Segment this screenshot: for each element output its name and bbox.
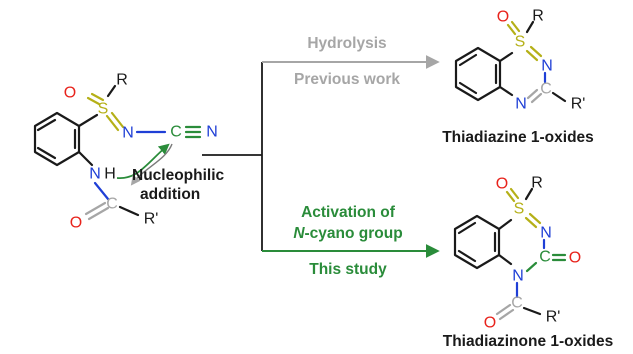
thiadiazinone-product: O S R N C O N C O R' Thiadiazinone 1-oxi… (443, 175, 614, 351)
electron-flow-arrow (130, 143, 173, 186)
thiadiazinone-r-label: R (531, 175, 543, 192)
thiadiazinone-acyl-carbon-atom: C (511, 295, 523, 312)
thiadiazine-benzene-ring (454, 46, 502, 102)
r-group-label: R (116, 72, 128, 89)
upper-route-label-2: Previous work (294, 71, 400, 88)
r-prime-group-label: R' (144, 211, 159, 228)
reactant-molecule: O S R N C N N H O C R' Nucleophilic addi… (33, 72, 225, 232)
thiadiazine-r-prime-label: R' (571, 96, 586, 113)
reaction-branch: Hydrolysis Previous work Activation of N… (202, 35, 440, 278)
sulfur-atom: S (98, 101, 109, 118)
nucleophilic-annotation-line1: Nucleophilic (132, 167, 225, 184)
reactant-benzene-ring (33, 111, 81, 167)
sulfonimidoyl-nitrogen-atom: N (122, 125, 134, 142)
thiadiazinone-benzene-ring (453, 214, 501, 270)
thiadiazinone-carbonyl-oxygen-atom: O (569, 250, 581, 267)
thiadiazinone-r-prime-label: R' (546, 309, 561, 326)
upper-route-label-1: Hydrolysis (307, 35, 386, 52)
thiadiazine-r-label: R (532, 8, 544, 25)
lower-route-label-1: Activation of (301, 204, 396, 221)
cyano-nitrogen-atom: N (206, 124, 218, 141)
thiadiazinone-acyl-oxygen-atom: O (484, 315, 496, 332)
thiadiazine-carbon-atom: C (540, 81, 552, 98)
amide-nitrogen-atom: N (89, 166, 101, 183)
nucleophilic-annotation-line2: addition (140, 186, 200, 203)
thiadiazinone-n1-atom: N (540, 225, 552, 242)
thiadiazine-sulfur-atom: S (515, 34, 526, 51)
cyano-carbon-atom: C (170, 124, 182, 141)
amide-oxygen-atom: O (70, 215, 82, 232)
ring-s-bond (77, 113, 99, 128)
thiadiazine-n2-atom: N (515, 96, 527, 113)
thiadiazinone-caption: Thiadiazinone 1-oxides (443, 333, 614, 350)
lower-route-label-3: This study (309, 261, 387, 278)
thiadiazinone-oxygen-atom: O (496, 176, 508, 193)
nucleophilic-attack-arrow (116, 143, 170, 179)
thiadiazine-caption: Thiadiazine 1-oxides (442, 129, 594, 146)
thiadiazinone-sulfur-atom: S (514, 201, 525, 218)
sulfoxide-oxygen-atom: O (64, 85, 76, 102)
thiadiazinone-n2-atom: N (512, 268, 524, 285)
amide-carbon-atom: C (106, 196, 118, 213)
thiadiazine-oxygen-atom: O (497, 9, 509, 26)
amide-hydrogen-atom: H (104, 166, 116, 183)
lower-route-label-2: N-cyano group (293, 225, 402, 242)
thiadiazine-product: O S R N C R' N Thiadiazine 1-oxides (442, 8, 594, 147)
thiadiazinone-carbon-atom: C (539, 249, 551, 266)
thiadiazine-n1-atom: N (541, 58, 553, 75)
